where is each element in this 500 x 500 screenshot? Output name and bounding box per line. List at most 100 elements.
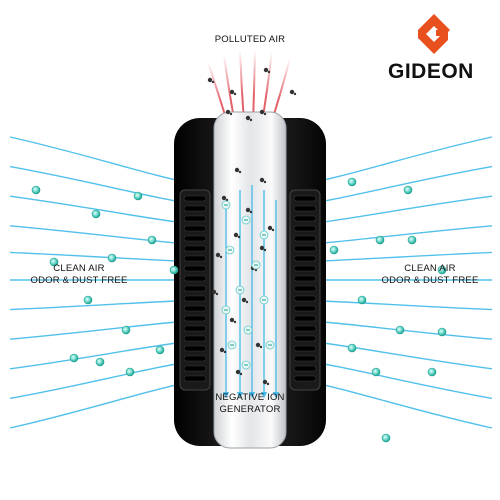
negative-ion [407, 235, 417, 245]
negative-ion [427, 367, 437, 377]
clean-air-label-right: CLEAN AIR ODOR & DUST FREE [370, 263, 490, 287]
negative-ion [83, 295, 93, 305]
grille-slot [183, 315, 207, 322]
grille-slot [183, 265, 207, 272]
grille-slot [183, 205, 207, 212]
grille-slot [293, 285, 317, 292]
dust-particle [263, 248, 267, 252]
clean-air-left-line1: CLEAN AIR [53, 263, 105, 274]
dust-particle [245, 207, 251, 213]
dust-particle [221, 195, 227, 201]
negative-ion [121, 325, 131, 335]
dust-particle [245, 115, 251, 121]
grille-slot [293, 275, 317, 282]
clean-air-flow-left [9, 319, 201, 340]
dust-particle [259, 345, 263, 349]
grille-slot [183, 355, 207, 362]
clean-air-flow-left [9, 251, 201, 263]
clean-air-right-line2: ODOR & DUST FREE [381, 275, 479, 286]
right-grille [289, 189, 321, 391]
negative-ion [125, 367, 135, 377]
grille-slot [293, 235, 317, 242]
dust-particle [262, 379, 268, 385]
clean-air-flow-right [299, 299, 493, 311]
grille-slot [293, 295, 317, 302]
grille-slot [183, 275, 207, 282]
dust-particle [233, 232, 239, 238]
negative-ion [155, 345, 165, 355]
clean-air-flow-right [299, 136, 493, 186]
dust-particle [259, 245, 265, 251]
grille-slot [183, 195, 207, 202]
dust-particle [229, 317, 235, 323]
grille-slot [293, 195, 317, 202]
clean-air-flow-left [9, 136, 201, 186]
dust-particle [263, 67, 269, 73]
grille-slot [293, 315, 317, 322]
negative-ion [31, 185, 41, 195]
negative-ion [375, 235, 385, 245]
dust-particle [267, 225, 273, 231]
generator-line2: GENERATOR [219, 404, 281, 415]
dust-particle [254, 268, 258, 272]
clean-air-flow-right [299, 251, 493, 263]
grille-slot [293, 225, 317, 232]
generator-line1: NEGATIVE ION [215, 392, 285, 403]
grille-slot [183, 215, 207, 222]
dust-particle [219, 347, 225, 353]
dust-particle [211, 80, 215, 84]
dust-particle [215, 292, 219, 296]
dust-particle [245, 300, 249, 304]
dust-particle [237, 235, 241, 239]
brand-name: GIDEON [388, 60, 474, 83]
dust-particle [225, 109, 231, 115]
dust-particle [241, 297, 247, 303]
negative-ion [357, 295, 367, 305]
clean-air-flow-left [9, 225, 201, 246]
clean-air-flow-right [299, 359, 493, 400]
negative-ion [133, 191, 143, 201]
grille-slot [183, 245, 207, 252]
negative-ion [49, 257, 59, 267]
dust-particle [235, 369, 241, 375]
clean-air-flow-right [299, 379, 493, 429]
negative-ion [91, 209, 101, 219]
dust-particle [259, 109, 265, 115]
dust-particle [211, 289, 217, 295]
grille-slot [183, 345, 207, 352]
grille-slot [293, 265, 317, 272]
grille-slot [183, 285, 207, 292]
negative-ion [147, 235, 157, 245]
grille-slot [183, 375, 207, 382]
dust-particle [207, 77, 213, 83]
grille-slot [183, 305, 207, 312]
negative-ion [403, 185, 413, 195]
gideon-logo-icon [418, 14, 450, 54]
dust-particle [229, 112, 233, 116]
dust-particle [234, 167, 240, 173]
dust-particle [238, 170, 242, 174]
negative-ion [107, 253, 117, 263]
grille-slot [293, 245, 317, 252]
negative-ion [381, 433, 391, 443]
negative-ion [95, 357, 105, 367]
clean-air-label-left: CLEAN AIR ODOR & DUST FREE [24, 263, 134, 287]
grille-slot [183, 225, 207, 232]
negative-ion [169, 265, 179, 275]
negative-ion [437, 327, 447, 337]
grille-slot [183, 235, 207, 242]
dust-particle [255, 342, 261, 348]
negative-ion [371, 367, 381, 377]
dust-particle [219, 255, 223, 259]
polluted-air-label: POLLUTED AIR [214, 34, 286, 45]
negative-ion [329, 245, 339, 255]
grille-slot [293, 215, 317, 222]
dust-particle [259, 177, 265, 183]
grille-slot [293, 375, 317, 382]
grille-slot [293, 205, 317, 212]
grille-slot [293, 255, 317, 262]
grille-slot [183, 255, 207, 262]
grille-slot [293, 355, 317, 362]
dust-particle [271, 228, 275, 232]
